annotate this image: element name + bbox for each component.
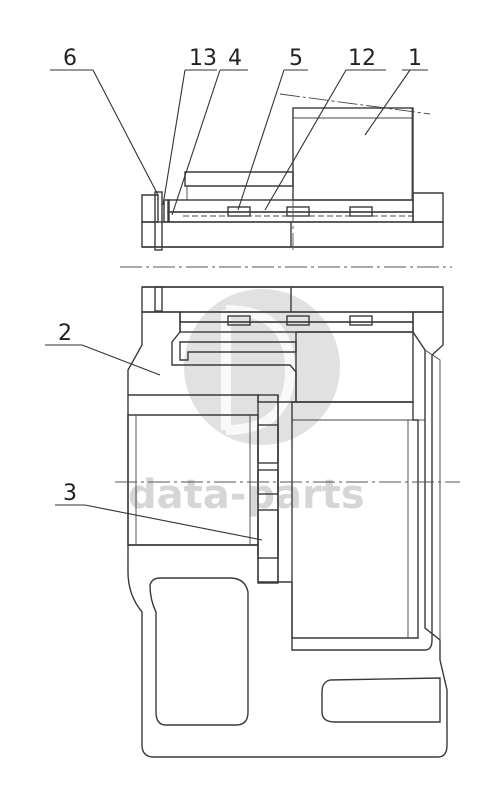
upper-bearing-race [167,199,415,223]
label-6: 6 [63,46,77,71]
label-1: 1 [408,46,422,71]
needle-roller [349,206,373,217]
center-lines [115,93,460,483]
gear-hub [179,331,414,403]
label-13: 13 [189,46,217,71]
needle-roller [286,206,310,217]
callouts: 6 13 4 5 12 1 2 3 [45,46,428,541]
label-3: 3 [63,481,77,506]
shaft-upper [141,221,444,248]
sleeve-4 [184,171,294,200]
needle-roller [227,315,251,326]
watermark-logo: data-parts [128,289,365,518]
needle-roller [349,315,373,326]
label-12: 12 [348,46,376,71]
label-2: 2 [58,321,72,346]
needle-roller [286,315,310,326]
retaining-ring-13 [163,199,170,223]
shaft-bore [120,246,452,288]
watermark-text: data-parts [128,472,365,518]
label-5: 5 [289,46,303,71]
label-4: 4 [228,46,242,71]
gear-1 [292,107,414,201]
